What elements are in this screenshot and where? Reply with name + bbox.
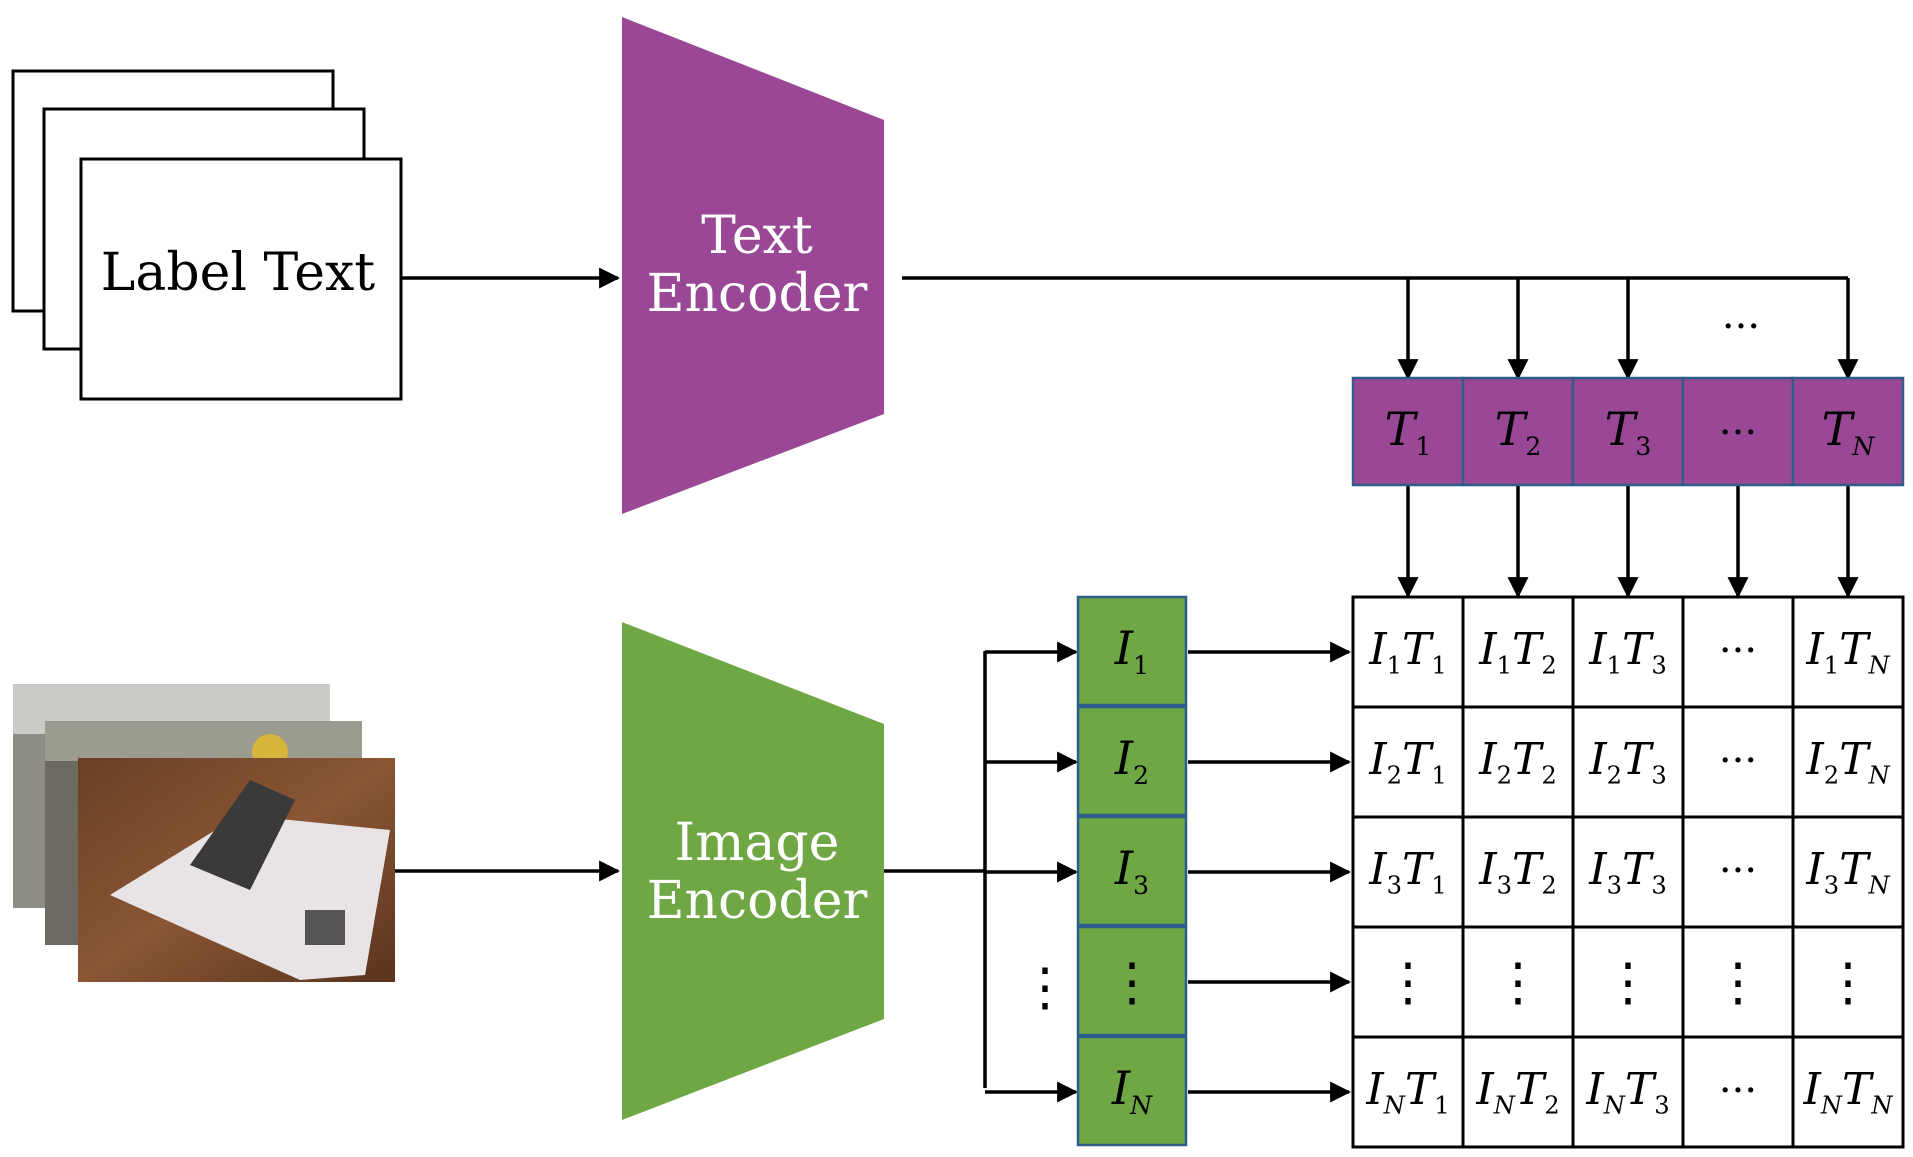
matrix-pair-I3T1: I3T1 <box>1368 844 1447 900</box>
matrix-pair-I1T3: I1T3 <box>1588 624 1667 680</box>
text-token-T3: T3 <box>1605 402 1652 461</box>
left-vdots: ⋮ <box>1019 958 1071 1018</box>
matrix-cell <box>1681 705 1795 819</box>
text-token-cell-4 <box>1681 376 1795 487</box>
image-token-IN: IN <box>1111 1061 1153 1120</box>
matrix-cell <box>1571 1035 1685 1149</box>
text-encoder-label-line2: Encoder <box>647 264 868 324</box>
top-ellipsis: ··· <box>1722 304 1760 350</box>
matrix-pair-I2T2: I2T2 <box>1478 734 1557 790</box>
stacked-photos-icon <box>13 684 395 982</box>
image-token-I3: I3 <box>1114 841 1149 900</box>
matrix-cell <box>1791 595 1905 709</box>
text-token-cell-5 <box>1791 376 1905 487</box>
image-token-cell-2 <box>1076 705 1188 817</box>
image-encoder-label-line2: Encoder <box>647 871 868 931</box>
text-encoder-trapezoid <box>622 17 884 514</box>
matrix-pair-I2TN: I2TN <box>1805 734 1890 790</box>
connectors <box>884 276 1859 1103</box>
matrix-ellipsis: ··· <box>1719 738 1757 784</box>
image-token-cell-3 <box>1076 815 1188 927</box>
matrix-vdots: ⋮ <box>1602 953 1654 1013</box>
matrix-pair-I1TN: I1TN <box>1805 624 1890 680</box>
matrix-cell <box>1351 815 1465 929</box>
matrix-pair-I3T2: I3T2 <box>1478 844 1557 900</box>
text-token-row: T1 T2 T3 ··· TN <box>1351 376 1905 487</box>
image-token-I2: I2 <box>1114 731 1149 790</box>
text-token-ellipsis: ··· <box>1719 410 1757 456</box>
matrix-pair-INT3: INT3 <box>1585 1064 1669 1120</box>
text-token-T1: T1 <box>1385 402 1432 461</box>
matrix-vdots: ⋮ <box>1492 953 1544 1013</box>
image-encoder-trapezoid <box>622 622 884 1120</box>
text-token-cell-1 <box>1351 376 1465 487</box>
image-token-cell-1 <box>1076 595 1188 707</box>
matrix-cell <box>1681 815 1795 929</box>
text-token-T2: T2 <box>1495 402 1542 461</box>
matrix-pair-I2T1: I2T1 <box>1368 734 1447 790</box>
matrix-cell <box>1571 815 1685 929</box>
label-text: Label Text <box>101 243 376 303</box>
matrix-vdots: ⋮ <box>1382 953 1434 1013</box>
text-encoder: Text Encoder <box>622 17 884 514</box>
image-token-cell-4 <box>1076 925 1188 1037</box>
matrix-cell <box>1681 595 1795 709</box>
label-card-front <box>79 157 403 401</box>
matrix-pair-I2T3: I2T3 <box>1588 734 1667 790</box>
text-token-TN: TN <box>1822 402 1876 461</box>
matrix-cell <box>1351 925 1465 1039</box>
matrix-cell <box>1681 1035 1795 1149</box>
matrix-ellipsis: ··· <box>1719 848 1757 894</box>
text-encoder-label-line1: Text <box>701 206 813 266</box>
matrix-cell <box>1461 925 1575 1039</box>
image-token-I1: I1 <box>1114 621 1149 680</box>
matrix-cell <box>1791 815 1905 929</box>
image-encoder: Image Encoder <box>622 622 884 1120</box>
matrix-pair-I3T3: I3T3 <box>1588 844 1667 900</box>
matrix-ellipsis: ··· <box>1719 628 1757 674</box>
image-token-vdots: ⋮ <box>1106 953 1158 1013</box>
matrix-pair-INT2: INT2 <box>1475 1064 1559 1120</box>
matrix-pair-I3TN: I3TN <box>1805 844 1890 900</box>
matrix-vdots: ⋮ <box>1822 953 1874 1013</box>
matrix-cell <box>1461 705 1575 819</box>
matrix-cell <box>1791 925 1905 1039</box>
matrix-cell <box>1351 705 1465 819</box>
matrix-vdots: ⋮ <box>1712 953 1764 1013</box>
matrix-ellipsis: ··· <box>1719 1068 1757 1114</box>
matrix-cell <box>1461 595 1575 709</box>
matrix-pair-I1T1: I1T1 <box>1368 624 1447 680</box>
matrix-cell <box>1791 1035 1905 1149</box>
matrix-cell <box>1461 815 1575 929</box>
similarity-matrix: I1T1 I1T2 I1T3 ··· I1TN I2T1 I2T2 I2T3 ··· I2TN I3… <box>1351 595 1905 1149</box>
matrix-pair-I1T2: I1T2 <box>1478 624 1557 680</box>
label-text-stack: Label Text <box>11 69 403 401</box>
text-token-cell-2 <box>1461 376 1575 487</box>
image-encoder-label-line1: Image <box>675 813 840 873</box>
matrix-pair-INT1: INT1 <box>1365 1064 1449 1120</box>
matrix-pair-INTN: INTN <box>1802 1064 1893 1120</box>
matrix-cell <box>1571 705 1685 819</box>
image-token-cell-5 <box>1076 1035 1188 1147</box>
